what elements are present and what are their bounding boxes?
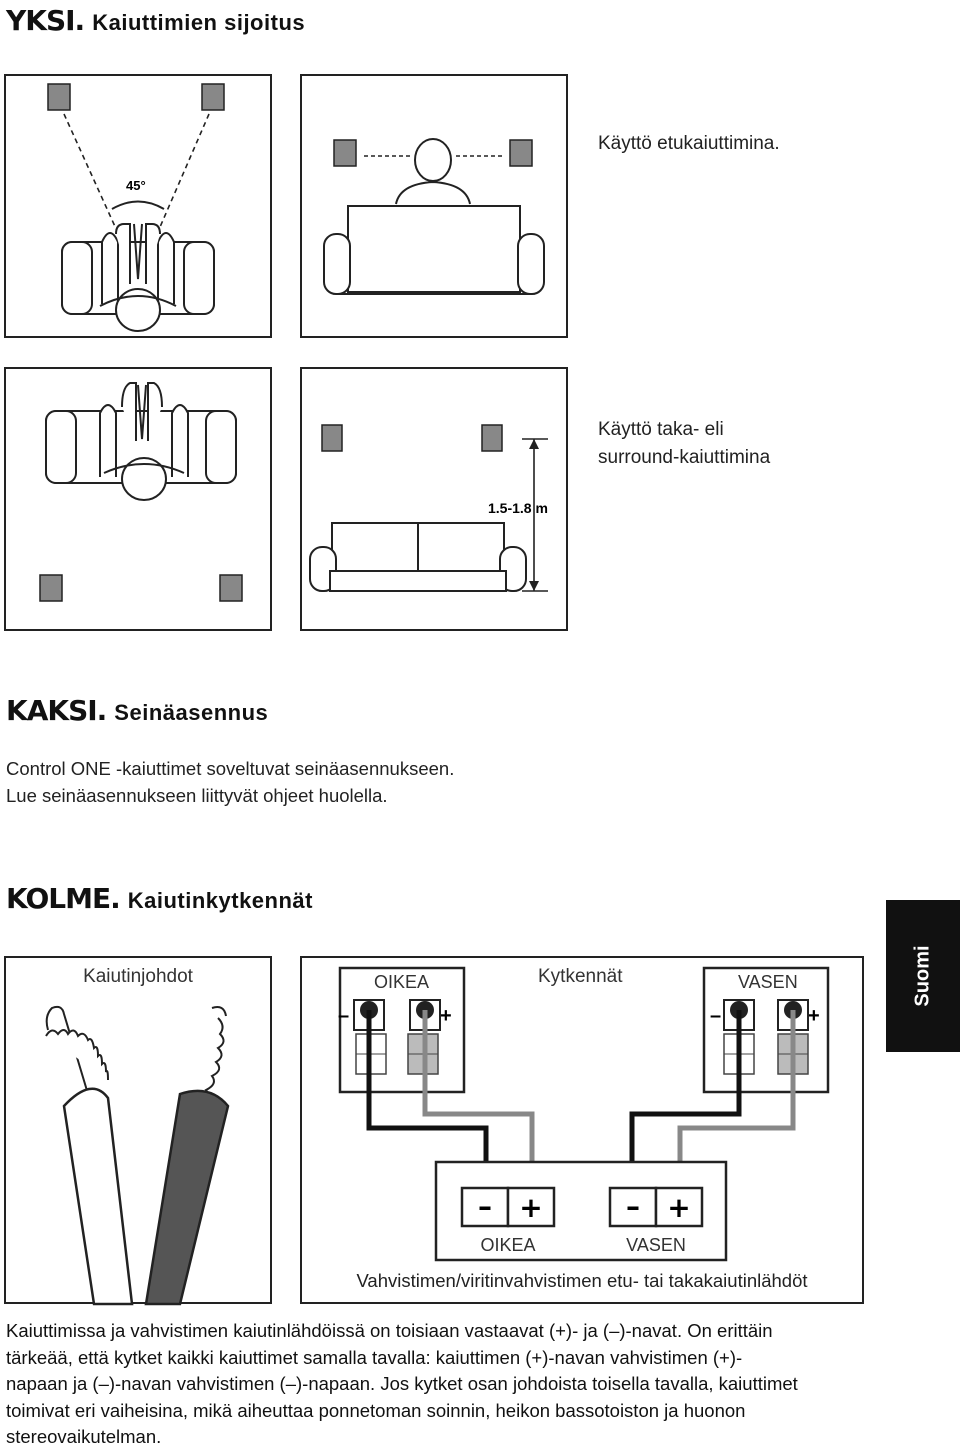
body-line: toimivat eri vaiheisina, mikä aiheuttaa … — [6, 1399, 746, 1421]
body-line: tärkeää, että kytket kaikki kaiuttimet s… — [6, 1346, 743, 1368]
language-tab: Suomi — [886, 900, 960, 1052]
section-one-heading: YKSI. Kaiuttimien sijoitus — [6, 4, 305, 37]
rear-topview-diagram — [4, 367, 272, 631]
amp-right-minus: – — [478, 1190, 492, 1223]
amp-caption: Vahvistimen/viritinvahvistimen etu- tai … — [356, 1270, 808, 1291]
rear-caption-line2: surround-kaiuttimina — [598, 447, 771, 468]
left-speaker-label: VASEN — [738, 972, 798, 992]
amp-right-plus: + — [519, 1191, 542, 1224]
amp-right-label: OIKEA — [480, 1235, 535, 1255]
body-line: stereovaikutelman. — [6, 1426, 162, 1447]
rear-caption: Käyttö taka- eli surround-kaiuttimina — [598, 416, 770, 472]
front-view-diagram — [300, 74, 568, 338]
cables-label: Kaiutinjohdot — [83, 966, 193, 987]
connections-label: Kytkennät — [538, 966, 623, 987]
angle-label: 45° — [126, 178, 146, 193]
amp-left-plus: + — [667, 1191, 690, 1224]
section-two-heading: KAKSI. Seinäasennus — [6, 694, 268, 727]
section-two-keyword: KAKSI. — [6, 694, 107, 727]
right-speaker-minus: – — [338, 1005, 349, 1027]
front-caption: Käyttö etukaiuttimina. — [598, 133, 780, 154]
connections-diagram: Kytkennät OIKEA – + VASEN – + — [300, 956, 864, 1304]
section-one-title: Kaiuttimien sijoitus — [92, 10, 306, 35]
left-speaker-plus: + — [808, 1005, 820, 1027]
section-two-line: Lue seinäasennukseen liittyvät ohjeet hu… — [6, 784, 388, 806]
rear-caption-line1: Käyttö taka- eli — [598, 419, 724, 440]
section-two-line: Control ONE -kaiuttimet soveltuvat seinä… — [6, 758, 455, 779]
right-speaker-plus: + — [440, 1005, 452, 1027]
section-two-text: Control ONE -kaiuttimet soveltuvat seinä… — [6, 756, 454, 809]
amp-left-label: VASEN — [626, 1235, 686, 1255]
section-one-keyword: YKSI. — [6, 4, 85, 37]
body-line: Kaiuttimissa ja vahvistimen kaiutinlähdö… — [6, 1320, 773, 1341]
left-speaker-minus: – — [710, 1005, 721, 1027]
section-three-keyword: KOLME. — [6, 882, 121, 915]
right-speaker-label: OIKEA — [374, 972, 429, 992]
rear-view-diagram: 1.5-1.8 m — [300, 367, 568, 631]
height-label: 1.5-1.8 m — [488, 500, 548, 516]
body-paragraph: Kaiuttimissa ja vahvistimen kaiutinlähdö… — [6, 1318, 886, 1451]
body-line: napaan ja (–)-navan vahvistimen (–)-napa… — [6, 1373, 798, 1394]
section-two-title: Seinäasennus — [114, 700, 269, 725]
language-tab-label: Suomi — [911, 945, 934, 1007]
front-topview-diagram: 45° — [4, 74, 272, 338]
speaker-cables-diagram: Kaiutinjohdot — [4, 956, 272, 1306]
amp-left-minus: – — [626, 1190, 640, 1223]
section-three-title: Kaiutinkytkennät — [127, 888, 313, 913]
section-three-heading: KOLME.Kaiutinkytkennät — [6, 882, 313, 915]
